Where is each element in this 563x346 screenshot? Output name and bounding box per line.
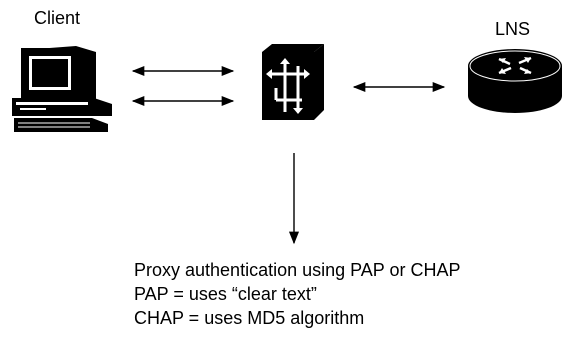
desktop-computer-icon [12, 46, 112, 132]
caption-line-1: Proxy authentication using PAP or CHAP [134, 260, 461, 280]
multilayer-switch-icon [262, 44, 324, 120]
lns-label: LNS [495, 19, 531, 39]
caption: Proxy authentication using PAP or CHAP P… [134, 258, 461, 330]
client-label: Client [34, 8, 81, 28]
caption-line-2: PAP = uses “clear text” [134, 284, 317, 304]
caption-line-3: CHAP = uses MD5 algorithm [134, 308, 365, 328]
router-icon [468, 49, 562, 113]
